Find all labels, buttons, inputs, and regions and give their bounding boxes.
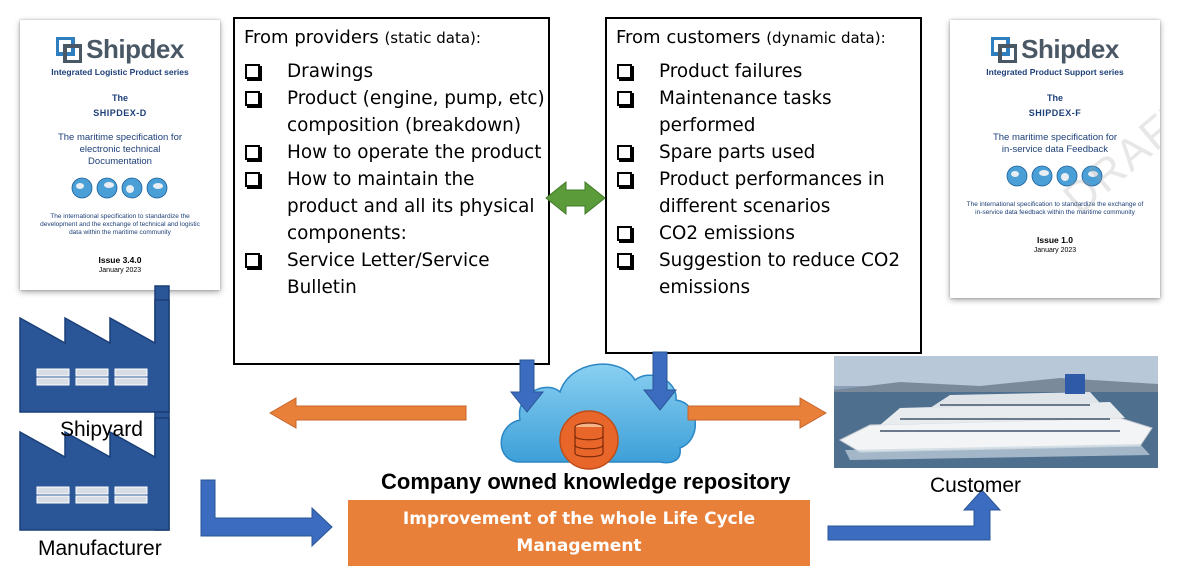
checkbox-icon (617, 64, 632, 79)
checkbox-icon (617, 172, 632, 187)
cover-issue: Issue 3.4.0 (98, 255, 142, 265)
shipdex-f-cover: DRAFT Shipdex Integrated Product Support… (950, 20, 1160, 298)
list-item-text: Maintenance tasks performed (659, 88, 832, 136)
customers-qualifier: (dynamic data): (766, 29, 886, 47)
cover-spec: The maritime specification for in-servic… (960, 132, 1150, 156)
providers-list: Drawings Product (engine, pump, etc) com… (235, 58, 548, 301)
cover-spec-line: electronic technical (79, 144, 161, 155)
cover-spec-line: The maritime specification for (992, 132, 1118, 143)
providers-box: From providers (static data): Drawings P… (233, 17, 550, 365)
checkbox-icon (245, 172, 260, 187)
shipdex-d-cover: Shipdex Integrated Logistic Product seri… (20, 20, 220, 290)
cover-code: SHIPDEX-F (1028, 108, 1082, 118)
down-arrow-icon (509, 359, 545, 413)
cover-issue: Issue 1.0 (1037, 235, 1073, 245)
down-arrow-icon (642, 351, 678, 411)
checkbox-icon (617, 91, 632, 106)
list-item: Service Letter/Service Bulletin (235, 247, 548, 301)
list-item-text: CO2 emissions (659, 223, 795, 244)
providers-header: From providers (static data): (244, 27, 548, 48)
list-item: How to maintain the product and all its … (235, 166, 548, 247)
providers-header-text: From providers (244, 27, 379, 48)
cover-spec-line: in-service data Feedback (1001, 144, 1109, 155)
checkbox-icon (245, 91, 260, 106)
logo-word: Shipdex (86, 34, 184, 64)
shipyard-windows (36, 368, 148, 386)
list-item: How to operate the product (235, 139, 548, 166)
manufacturer-windows (36, 486, 148, 504)
logo-word: Shipdex (1021, 34, 1119, 64)
manufacturer-arrow-icon (200, 479, 333, 548)
improvement-line: Improvement of the whole Life Cycle (402, 509, 756, 529)
customer-arrow-icon (827, 489, 1002, 541)
cover-series: Integrated Product Support series (986, 67, 1124, 77)
list-item-text: Product performances in different scenar… (659, 169, 885, 217)
list-item: Spare parts used (607, 139, 920, 166)
shipyard-label: Shipyard (60, 418, 143, 441)
cover-intl: The international specification to stand… (966, 201, 1144, 216)
checkbox-icon (617, 253, 632, 268)
shipyard-factory-icon (19, 285, 170, 413)
cover-code: SHIPDEX-D (93, 108, 147, 118)
right-arrow-icon (687, 397, 828, 429)
customers-list: Product failures Maintenance tasks perfo… (607, 58, 920, 301)
list-item-text: Product (engine, pump, etc) composition … (287, 88, 545, 136)
checkbox-icon (617, 145, 632, 160)
list-item: Drawings (235, 58, 548, 85)
shipdex-logo: Shipdex (950, 34, 1160, 65)
checkbox-icon (245, 64, 260, 79)
manufacturer-label: Manufacturer (38, 537, 162, 560)
improvement-box: Improvement of the whole Life Cycle Mana… (348, 500, 810, 566)
list-item-text: Product failures (659, 61, 803, 82)
cover-date: January 2023 (98, 267, 142, 274)
cover-spec-line: Documentation (88, 156, 152, 167)
cruise-ship-image (834, 356, 1158, 468)
customers-box: From customers (dynamic data): Product f… (605, 17, 922, 354)
list-item-text: Suggestion to reduce CO2 emissions (659, 250, 901, 298)
improvement-line: Management (516, 536, 642, 556)
list-item: Product performances in different scenar… (607, 166, 920, 220)
checkbox-icon (245, 145, 260, 160)
list-item-text: Drawings (287, 61, 374, 82)
list-item-text: Spare parts used (659, 142, 816, 163)
repository-label: Company owned knowledge repository (381, 469, 791, 494)
cover-intl: The international specification to stand… (40, 213, 200, 236)
globes-icon (950, 164, 1160, 193)
logo-text: Shipdex (1021, 34, 1119, 65)
checkbox-icon (617, 226, 632, 241)
list-item-text: Service Letter/Service Bulletin (287, 250, 490, 298)
bidirectional-arrow-icon (545, 180, 606, 216)
customers-header-text: From customers (616, 27, 761, 48)
providers-qualifier: (static data): (384, 29, 481, 47)
list-item: CO2 emissions (607, 220, 920, 247)
list-item: Maintenance tasks performed (607, 85, 920, 139)
cover-series: Integrated Logistic Product series (51, 67, 189, 77)
logo-text: Shipdex (86, 34, 184, 65)
left-arrow-icon (268, 397, 467, 429)
shipdex-logo-icon (990, 35, 1019, 64)
customers-header: From customers (dynamic data): (616, 27, 920, 48)
cover-the: The (1046, 93, 1063, 103)
customer-label: Customer (930, 474, 1022, 497)
list-item-text: How to maintain the product and all its … (287, 169, 535, 244)
shipdex-logo: Shipdex (20, 34, 220, 65)
cover-spec: The maritime specification for electroni… (30, 132, 210, 168)
cover-date: January 2023 (1033, 247, 1077, 254)
list-item: Product (engine, pump, etc) composition … (235, 85, 548, 139)
cover-the: The (111, 93, 128, 103)
database-icon (559, 410, 619, 470)
globes-icon (20, 176, 220, 205)
cover-spec-line: The maritime specification for (57, 132, 183, 143)
list-item: Suggestion to reduce CO2 emissions (607, 247, 920, 301)
shipdex-logo-icon (55, 35, 84, 64)
list-item-text: How to operate the product (287, 142, 542, 163)
checkbox-icon (245, 253, 260, 268)
list-item: Product failures (607, 58, 920, 85)
